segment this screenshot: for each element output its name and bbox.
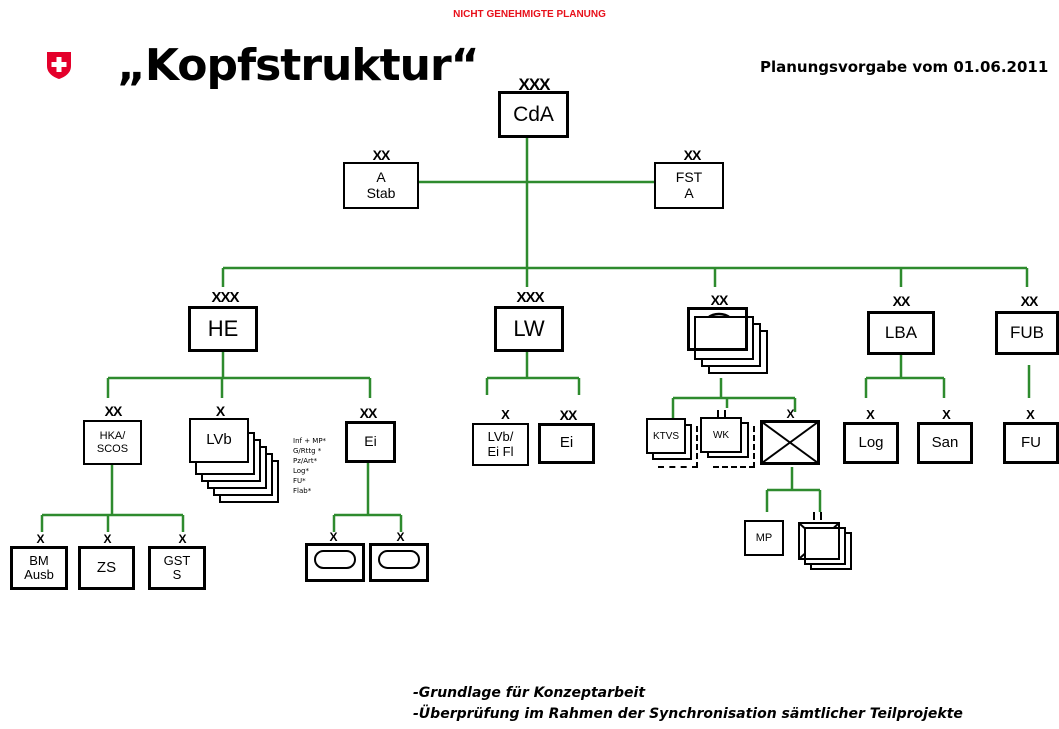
- node-san: San: [917, 422, 973, 464]
- echelon-log: X: [866, 407, 875, 422]
- node-armored-2: [369, 543, 429, 582]
- note-line-2: -Überprüfung im Rahmen der Synchronisati…: [413, 706, 963, 722]
- lvb-branch-item: Flab*: [293, 487, 312, 495]
- node-lvb-ei-fl: LVb/ Ei Fl: [472, 423, 529, 466]
- lvb-branch-item: Pz/Art*: [293, 457, 318, 465]
- node-ei-lw: Ei: [538, 423, 595, 464]
- node-fu: FU: [1003, 422, 1059, 464]
- node-wk: WK: [700, 417, 742, 453]
- echelon-zs: X: [103, 532, 111, 546]
- echelon-ei-lw: XX: [559, 407, 578, 423]
- node-mp: MP: [744, 520, 784, 556]
- node-hka-scos: HKA/ SCOS: [83, 420, 142, 465]
- plan-date: Planungsvorgabe vom 01.06.2011: [760, 58, 1049, 76]
- node-a-stab: A Stab: [343, 162, 419, 209]
- echelon-he: XXX: [211, 289, 239, 306]
- echelon-xbox: X: [786, 407, 794, 421]
- node-ei-he: Ei: [345, 421, 396, 463]
- lvb-branch-item: FU*: [293, 477, 306, 485]
- node-zs: ZS: [78, 546, 135, 590]
- echelon-lvb: X: [215, 403, 225, 419]
- node-fub: FUB: [995, 311, 1059, 355]
- node-lvb: LVb: [189, 418, 249, 463]
- node-small-crossed-unit: [798, 522, 840, 560]
- echelon-center: XX: [710, 292, 729, 308]
- echelon-bmausb: X: [36, 532, 44, 546]
- echelon-lw: XXX: [516, 289, 544, 306]
- node-cda: CdA: [498, 91, 569, 138]
- node-bm-ausb: BM Ausb: [10, 546, 68, 590]
- node-ktvs: KTVS: [646, 418, 686, 454]
- node-log: Log: [843, 422, 899, 464]
- note-line-1: -Grundlage für Konzeptarbeit: [413, 685, 646, 701]
- echelon-fub: XX: [1020, 293, 1039, 309]
- echelon-lba: XX: [892, 293, 911, 309]
- node-gst-s: GST S: [148, 546, 206, 590]
- echelon-fsta: XX: [683, 147, 702, 163]
- node-he: HE: [188, 306, 258, 352]
- warning-label: NICHT GENEHMIGTE PLANUNG: [453, 9, 606, 20]
- node-crossed-unit: [760, 420, 820, 465]
- echelon-san: X: [942, 407, 951, 422]
- lvb-branch-list: Inf + MP* G/Rttg * Pz/Art* Log* FU* Flab…: [293, 436, 326, 496]
- node-center-unit: [687, 307, 748, 351]
- echelon-hka: XX: [104, 403, 123, 419]
- echelon-arm2: X: [396, 530, 404, 544]
- lvb-branch-item: G/Rttg *: [293, 447, 322, 455]
- node-fst-a: FST A: [654, 162, 724, 209]
- echelon-fu: X: [1026, 407, 1035, 422]
- lvb-branch-item: Inf + MP*: [293, 437, 327, 445]
- node-lba: LBA: [867, 311, 935, 355]
- node-lw: LW: [494, 306, 564, 352]
- lvb-branch-item: Log*: [293, 467, 310, 475]
- echelon-gsts: X: [178, 532, 186, 546]
- echelon-astab: XX: [372, 147, 391, 163]
- echelon-cda: XXX: [518, 75, 550, 94]
- swiss-cross-icon: [46, 50, 72, 85]
- echelon-arm1: X: [329, 530, 337, 544]
- node-armored-1: [305, 543, 365, 582]
- echelon-ei-he: XX: [359, 405, 378, 421]
- echelon-lvbeifl: X: [501, 407, 510, 422]
- page-title: „Kopfstruktur“: [117, 40, 480, 91]
